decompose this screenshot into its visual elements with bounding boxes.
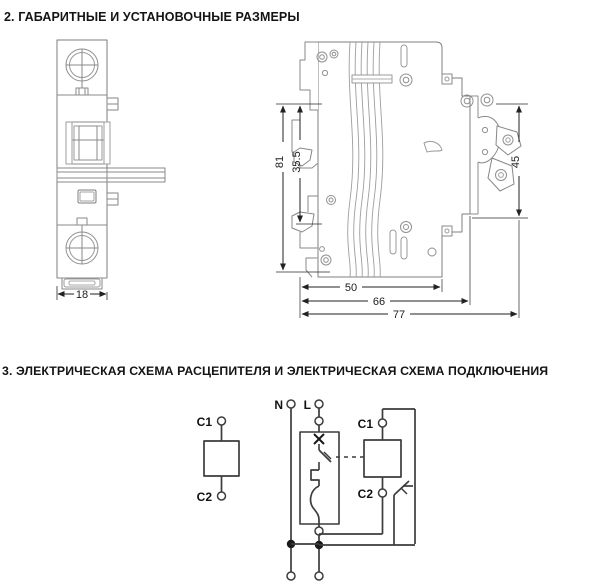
connection-diagram [286,399,416,581]
side-view-breaker [276,41,528,318]
terminal-label-l: L [304,398,311,412]
terminal-label-n: N [274,398,283,412]
shunt-release-symbol [203,416,240,501]
dimension-label-66: 66 [373,296,385,308]
dimension-label-18: 18 [76,289,88,301]
section-heading-dimensions: 2. ГАБАРИТНЫЕ И УСТАНОВОЧНЫЕ РАЗМЕРЫ [4,10,300,24]
dimension-label-81: 81 [274,156,286,168]
terminal-label-coil-c2: C2 [358,487,374,501]
dimension-label-45: 45 [510,156,522,168]
terminal-label-coil-c1: C1 [358,417,374,431]
front-view-breaker [56,39,166,300]
dimension-45 [472,103,528,219]
dimension-35-5 [296,103,322,225]
dimension-label-35-5: 35.5 [291,151,303,172]
dimension-label-77: 77 [393,309,405,321]
dimension-18 [56,286,108,300]
dimension-81 [276,103,330,273]
terminal-label-release-c2: C2 [197,490,213,504]
dimension-label-50: 50 [345,282,357,294]
terminal-label-release-c1: C1 [197,415,213,429]
section-heading-schematic: 3. ЭЛЕКТРИЧЕСКАЯ СХЕМА РАСЦЕПИТЕЛЯ И ЭЛЕ… [2,364,549,378]
